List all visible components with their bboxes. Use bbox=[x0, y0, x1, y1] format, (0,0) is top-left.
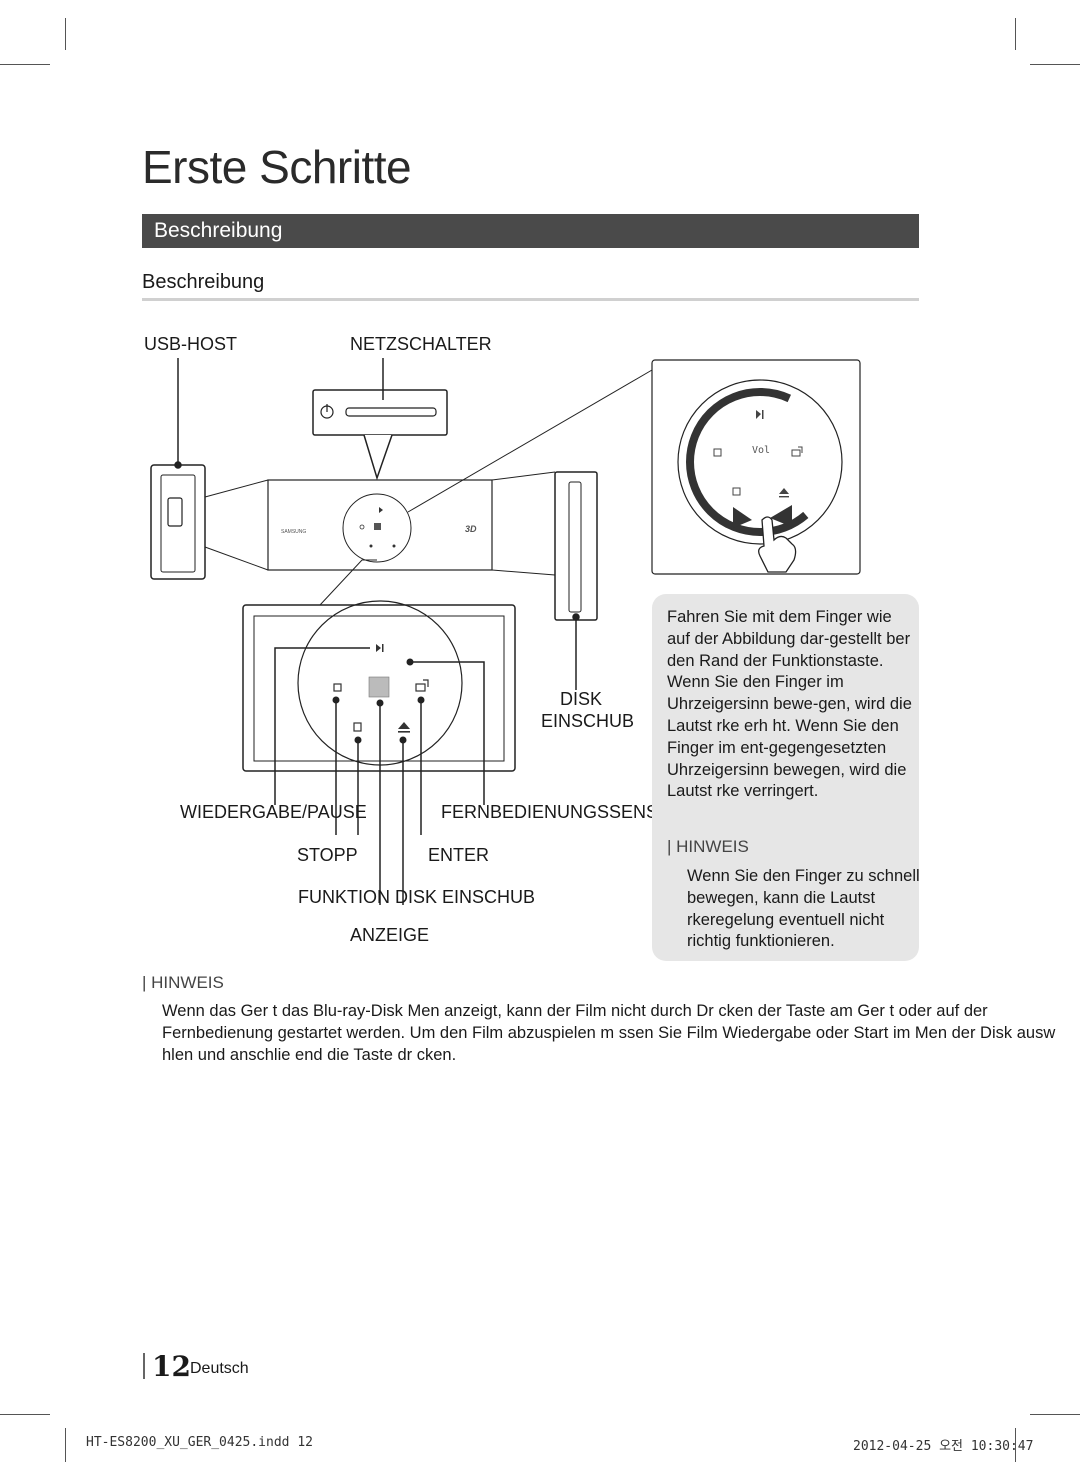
page-number: 12 bbox=[152, 1350, 191, 1383]
device-front bbox=[267, 479, 493, 571]
display-icon bbox=[368, 676, 390, 698]
crop-mark bbox=[1015, 18, 1016, 50]
arrow-left-icon bbox=[733, 507, 752, 528]
play-pause-icon bbox=[756, 410, 764, 419]
subheading: Beschreibung bbox=[142, 271, 265, 293]
footer-file-name: HT-ES8200_XU_GER_0425.indd 12 bbox=[86, 1435, 313, 1450]
label-enter: ENTER bbox=[428, 845, 490, 865]
vol-label: Vol bbox=[752, 445, 770, 456]
stop-icon bbox=[333, 683, 342, 692]
stop-icon bbox=[713, 448, 722, 457]
label-power-switch: NETZSCHALTER bbox=[350, 334, 492, 354]
note-heading: | HINWEIS bbox=[142, 973, 224, 992]
label-usb-host: USB-HOST bbox=[144, 334, 238, 354]
device-3d-logo: 3D bbox=[465, 524, 477, 534]
footer-timestamp: 2012-04-25 오전 10:30:47 bbox=[853, 1439, 1034, 1454]
note-text: Wenn das Ger t das Blu-ray-Disk Men anze… bbox=[162, 1002, 1056, 1064]
label-play-pause: WIEDERGABE/PAUSE bbox=[180, 802, 367, 822]
label-function-eject: FUNKTION DISK EINSCHUB bbox=[298, 887, 536, 907]
crop-mark bbox=[1015, 1428, 1016, 1462]
volume-zoom-inset bbox=[651, 359, 861, 575]
crop-mark bbox=[0, 64, 50, 65]
side-note-text: Wenn Sie den Finger zu schnell bewegen, … bbox=[687, 867, 920, 951]
eject-icon bbox=[779, 488, 789, 498]
label-display: ANZEIGE bbox=[350, 925, 430, 945]
label-remote-sensor: FERNBEDIENUNGSSENSOR bbox=[441, 802, 652, 822]
crop-mark bbox=[0, 1414, 50, 1415]
side-panel-text: Fahren Sie mit dem Finger wie auf der Ab… bbox=[667, 608, 912, 801]
crop-mark bbox=[1030, 64, 1080, 65]
label-stop: STOPP bbox=[297, 845, 358, 865]
subheading-rule bbox=[142, 298, 919, 301]
usb-port-inset bbox=[150, 464, 206, 580]
page-number-bar bbox=[143, 1353, 145, 1379]
eject-icon bbox=[398, 722, 410, 733]
crop-mark bbox=[65, 18, 66, 50]
enter-icon bbox=[415, 679, 429, 692]
page-language: Deutsch bbox=[190, 1360, 249, 1377]
crop-mark bbox=[1030, 1414, 1080, 1415]
control-panel-inset bbox=[242, 604, 516, 772]
disc-slot-inset bbox=[554, 471, 598, 621]
function-icon bbox=[732, 487, 741, 496]
label-disc-slot-1: DISK bbox=[560, 689, 603, 709]
label-disc-slot-2: EINSCHUB bbox=[541, 711, 635, 731]
finger-icon bbox=[758, 516, 797, 573]
play-pause-icon bbox=[376, 644, 384, 652]
enter-icon bbox=[791, 446, 803, 457]
function-icon bbox=[353, 722, 362, 732]
device-brand: SAMSUNG bbox=[281, 529, 306, 535]
section-bar: Beschreibung bbox=[142, 214, 919, 248]
crop-mark bbox=[65, 1428, 66, 1462]
section-bar-label: Beschreibung bbox=[154, 219, 283, 242]
side-note-heading: | HINWEIS bbox=[667, 837, 749, 856]
side-panel bbox=[652, 594, 919, 961]
page-title: Erste Schritte bbox=[142, 141, 412, 193]
arrow-right-icon bbox=[770, 505, 792, 527]
